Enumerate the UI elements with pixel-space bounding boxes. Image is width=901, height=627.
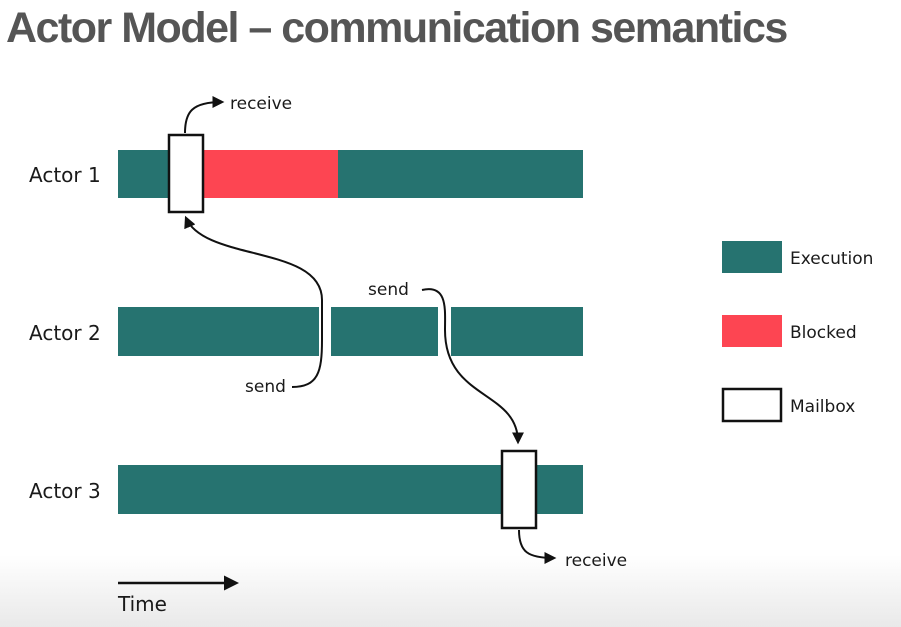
send-label-actor2-left: send [245, 377, 286, 397]
send-label-actor2-right: send [368, 280, 409, 300]
receive-label-bottom: receive [565, 551, 627, 571]
legend-execution-label: Execution [790, 249, 873, 269]
actor-2-label: Actor 2 [29, 321, 101, 345]
time-axis-label: Time [117, 592, 167, 616]
actor-1-label: Actor 1 [29, 163, 101, 187]
legend-blocked-swatch [722, 315, 782, 347]
actor-3-mailbox [500, 449, 538, 530]
slide-title: Actor Model – communication semantics [6, 4, 788, 52]
actor-2-execution-segment-3 [451, 307, 583, 356]
legend-mailbox-swatch [721, 387, 783, 423]
legend-blocked-label: Blocked [790, 323, 857, 343]
send-arrow-actor2-to-actor3 [421, 288, 524, 445]
actor-1-mailbox [167, 133, 205, 214]
legend-mailbox-label: Mailbox [790, 397, 855, 417]
actor-1-blocked-segment [203, 150, 338, 198]
actor-2-execution-segment-1 [118, 307, 319, 356]
send-arrow-actor2-to-actor1 [184, 215, 323, 388]
receive-arrow-top [184, 96, 225, 134]
legend-execution-swatch [722, 241, 782, 273]
footer-gradient [0, 555, 901, 627]
actor-2-execution-segment-2 [331, 307, 438, 356]
actor-3-label: Actor 3 [29, 479, 101, 503]
receive-label-top: receive [230, 94, 292, 114]
receive-arrow-bottom [518, 529, 557, 564]
